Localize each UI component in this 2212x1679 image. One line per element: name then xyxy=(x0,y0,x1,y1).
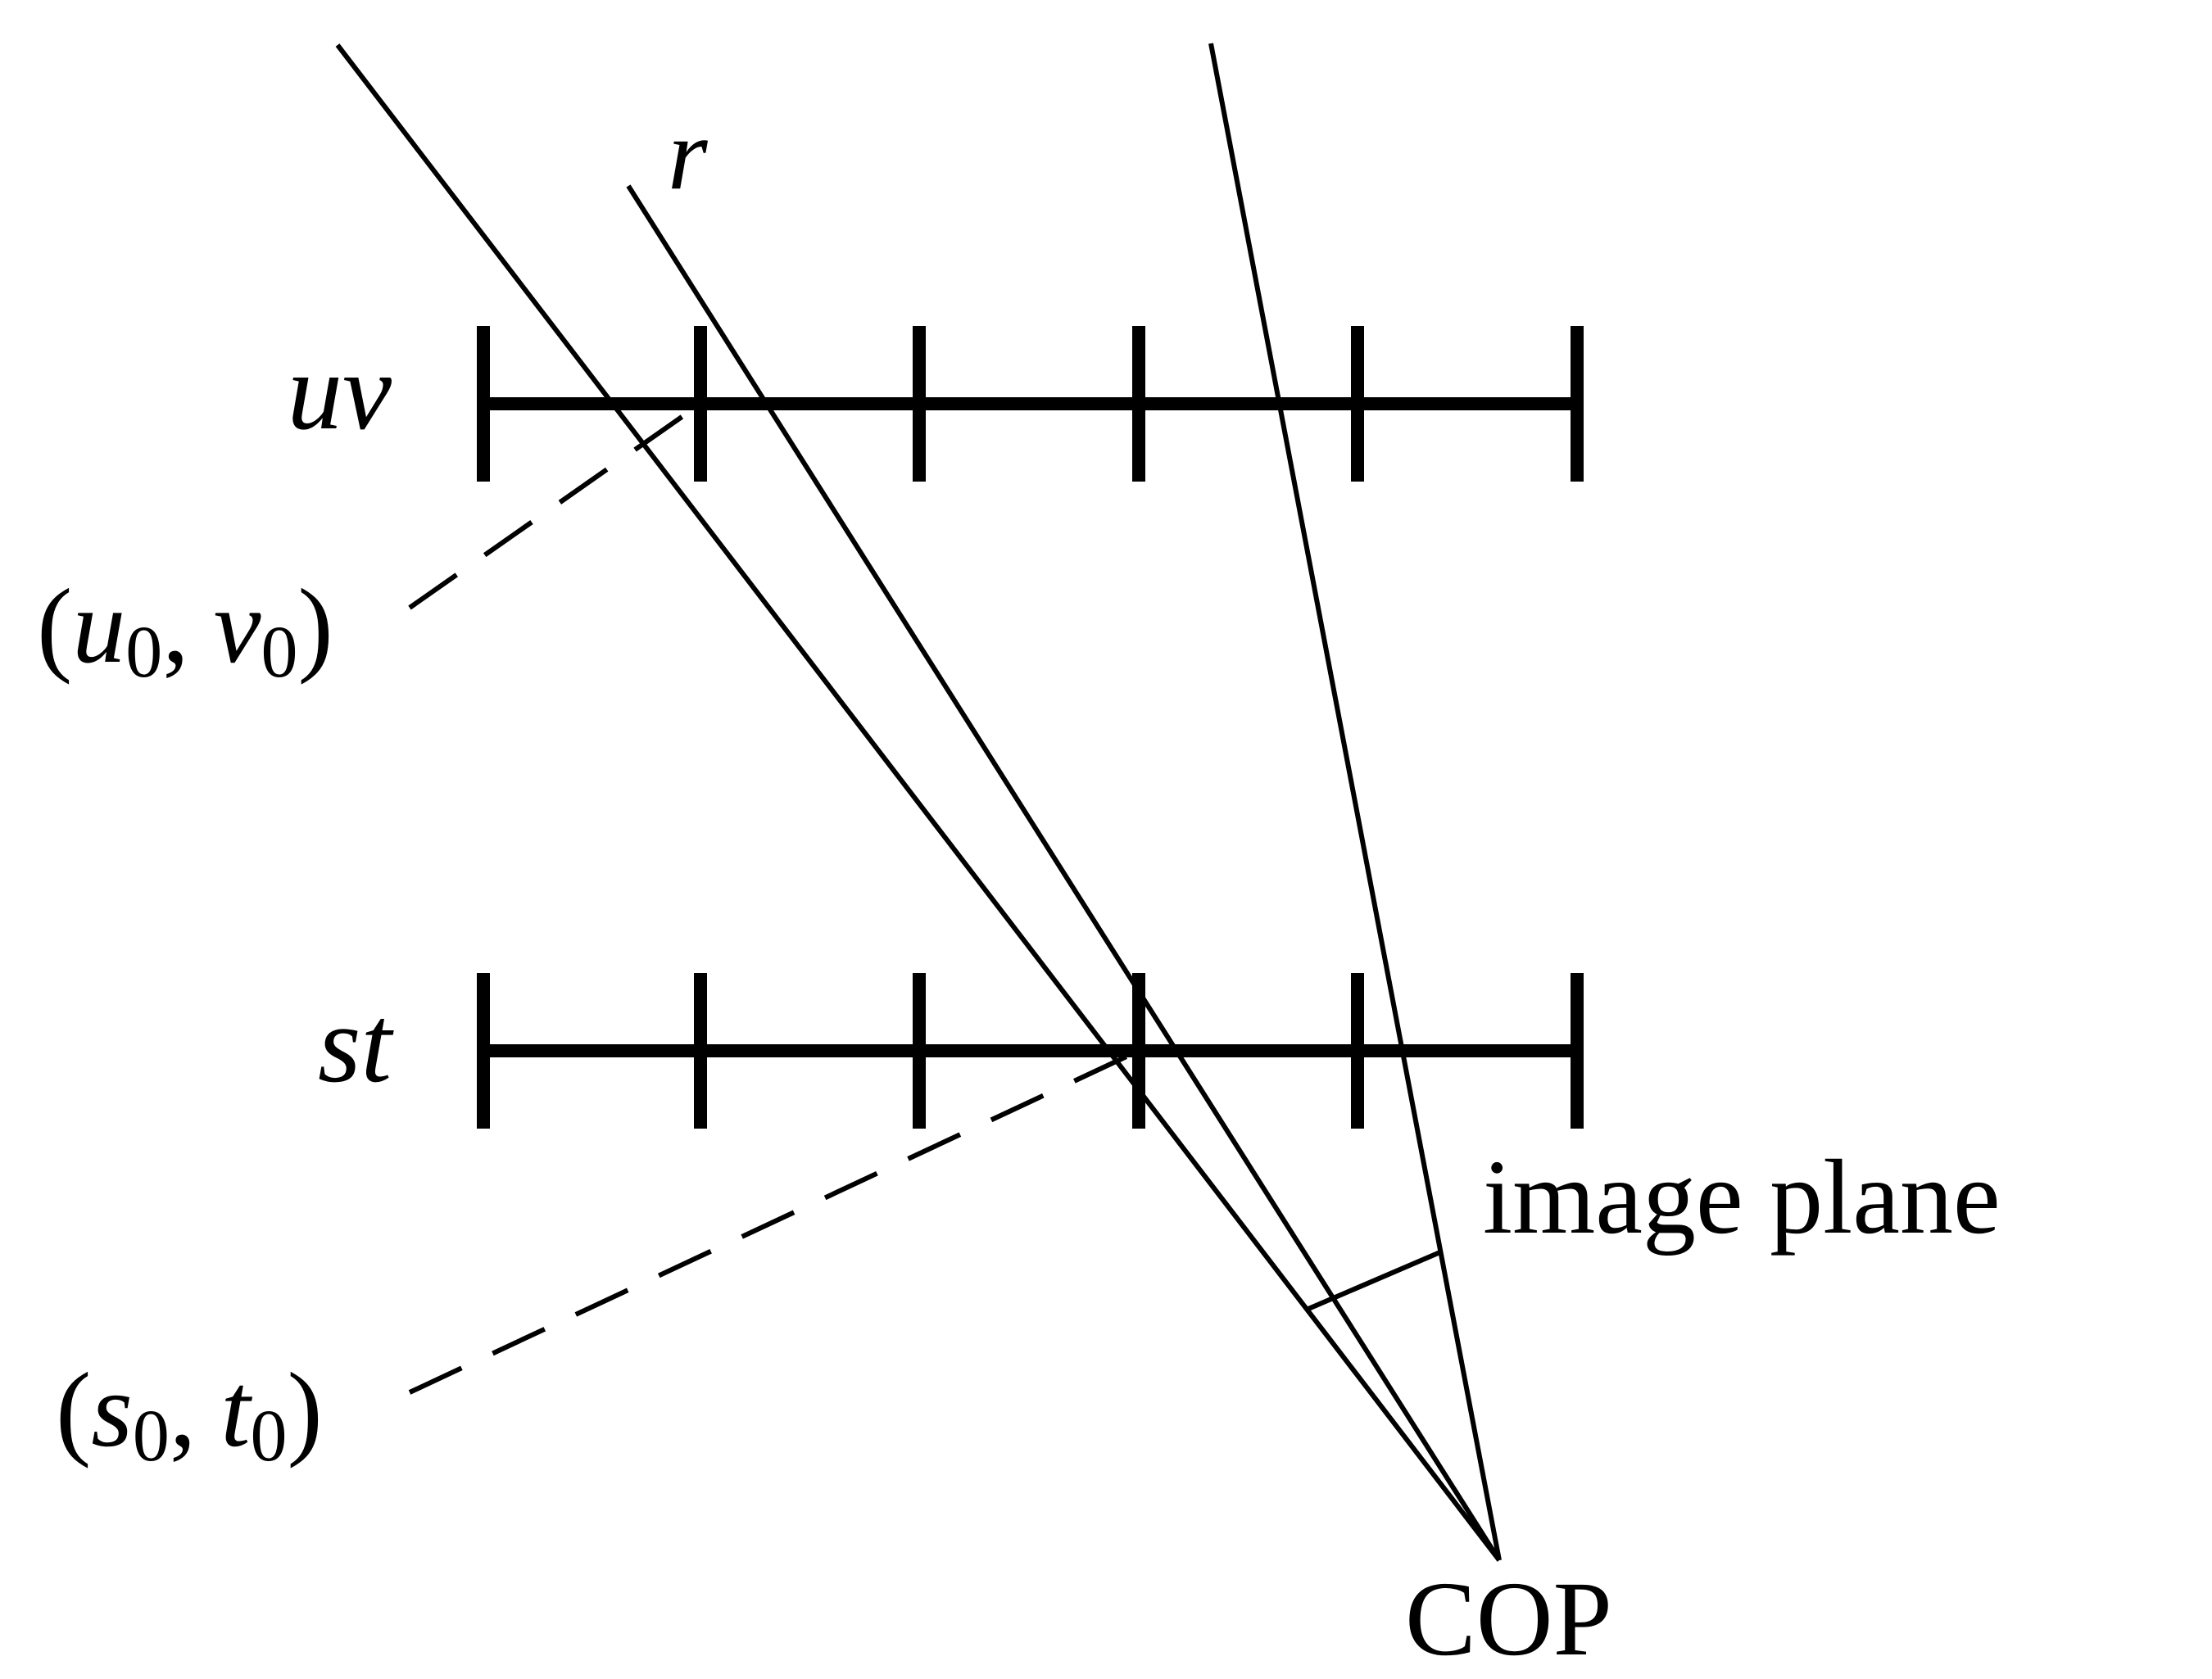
uv-plane xyxy=(477,326,1584,482)
rays xyxy=(335,43,1502,1562)
st-point-leader xyxy=(408,1048,1140,1395)
frustum-right-ray xyxy=(1208,43,1502,1561)
uv-point-leader xyxy=(408,401,702,610)
ray-r xyxy=(626,184,1502,1562)
leader-lines xyxy=(408,401,1140,1395)
cop-label: COP xyxy=(1405,1560,1612,1678)
st-plane-label: st xyxy=(318,984,395,1106)
uv-point-label: (u0,v0) xyxy=(37,568,333,693)
ray-label: r xyxy=(668,98,709,211)
uv-plane-label: uv xyxy=(288,331,392,453)
frustum-left-ray xyxy=(335,43,1502,1562)
st-point-label: (s0,t0) xyxy=(56,1351,323,1477)
st-plane xyxy=(477,973,1584,1129)
image-plane-label: image plane xyxy=(1483,1138,2001,1256)
image-plane-segment xyxy=(1307,1249,1444,1311)
